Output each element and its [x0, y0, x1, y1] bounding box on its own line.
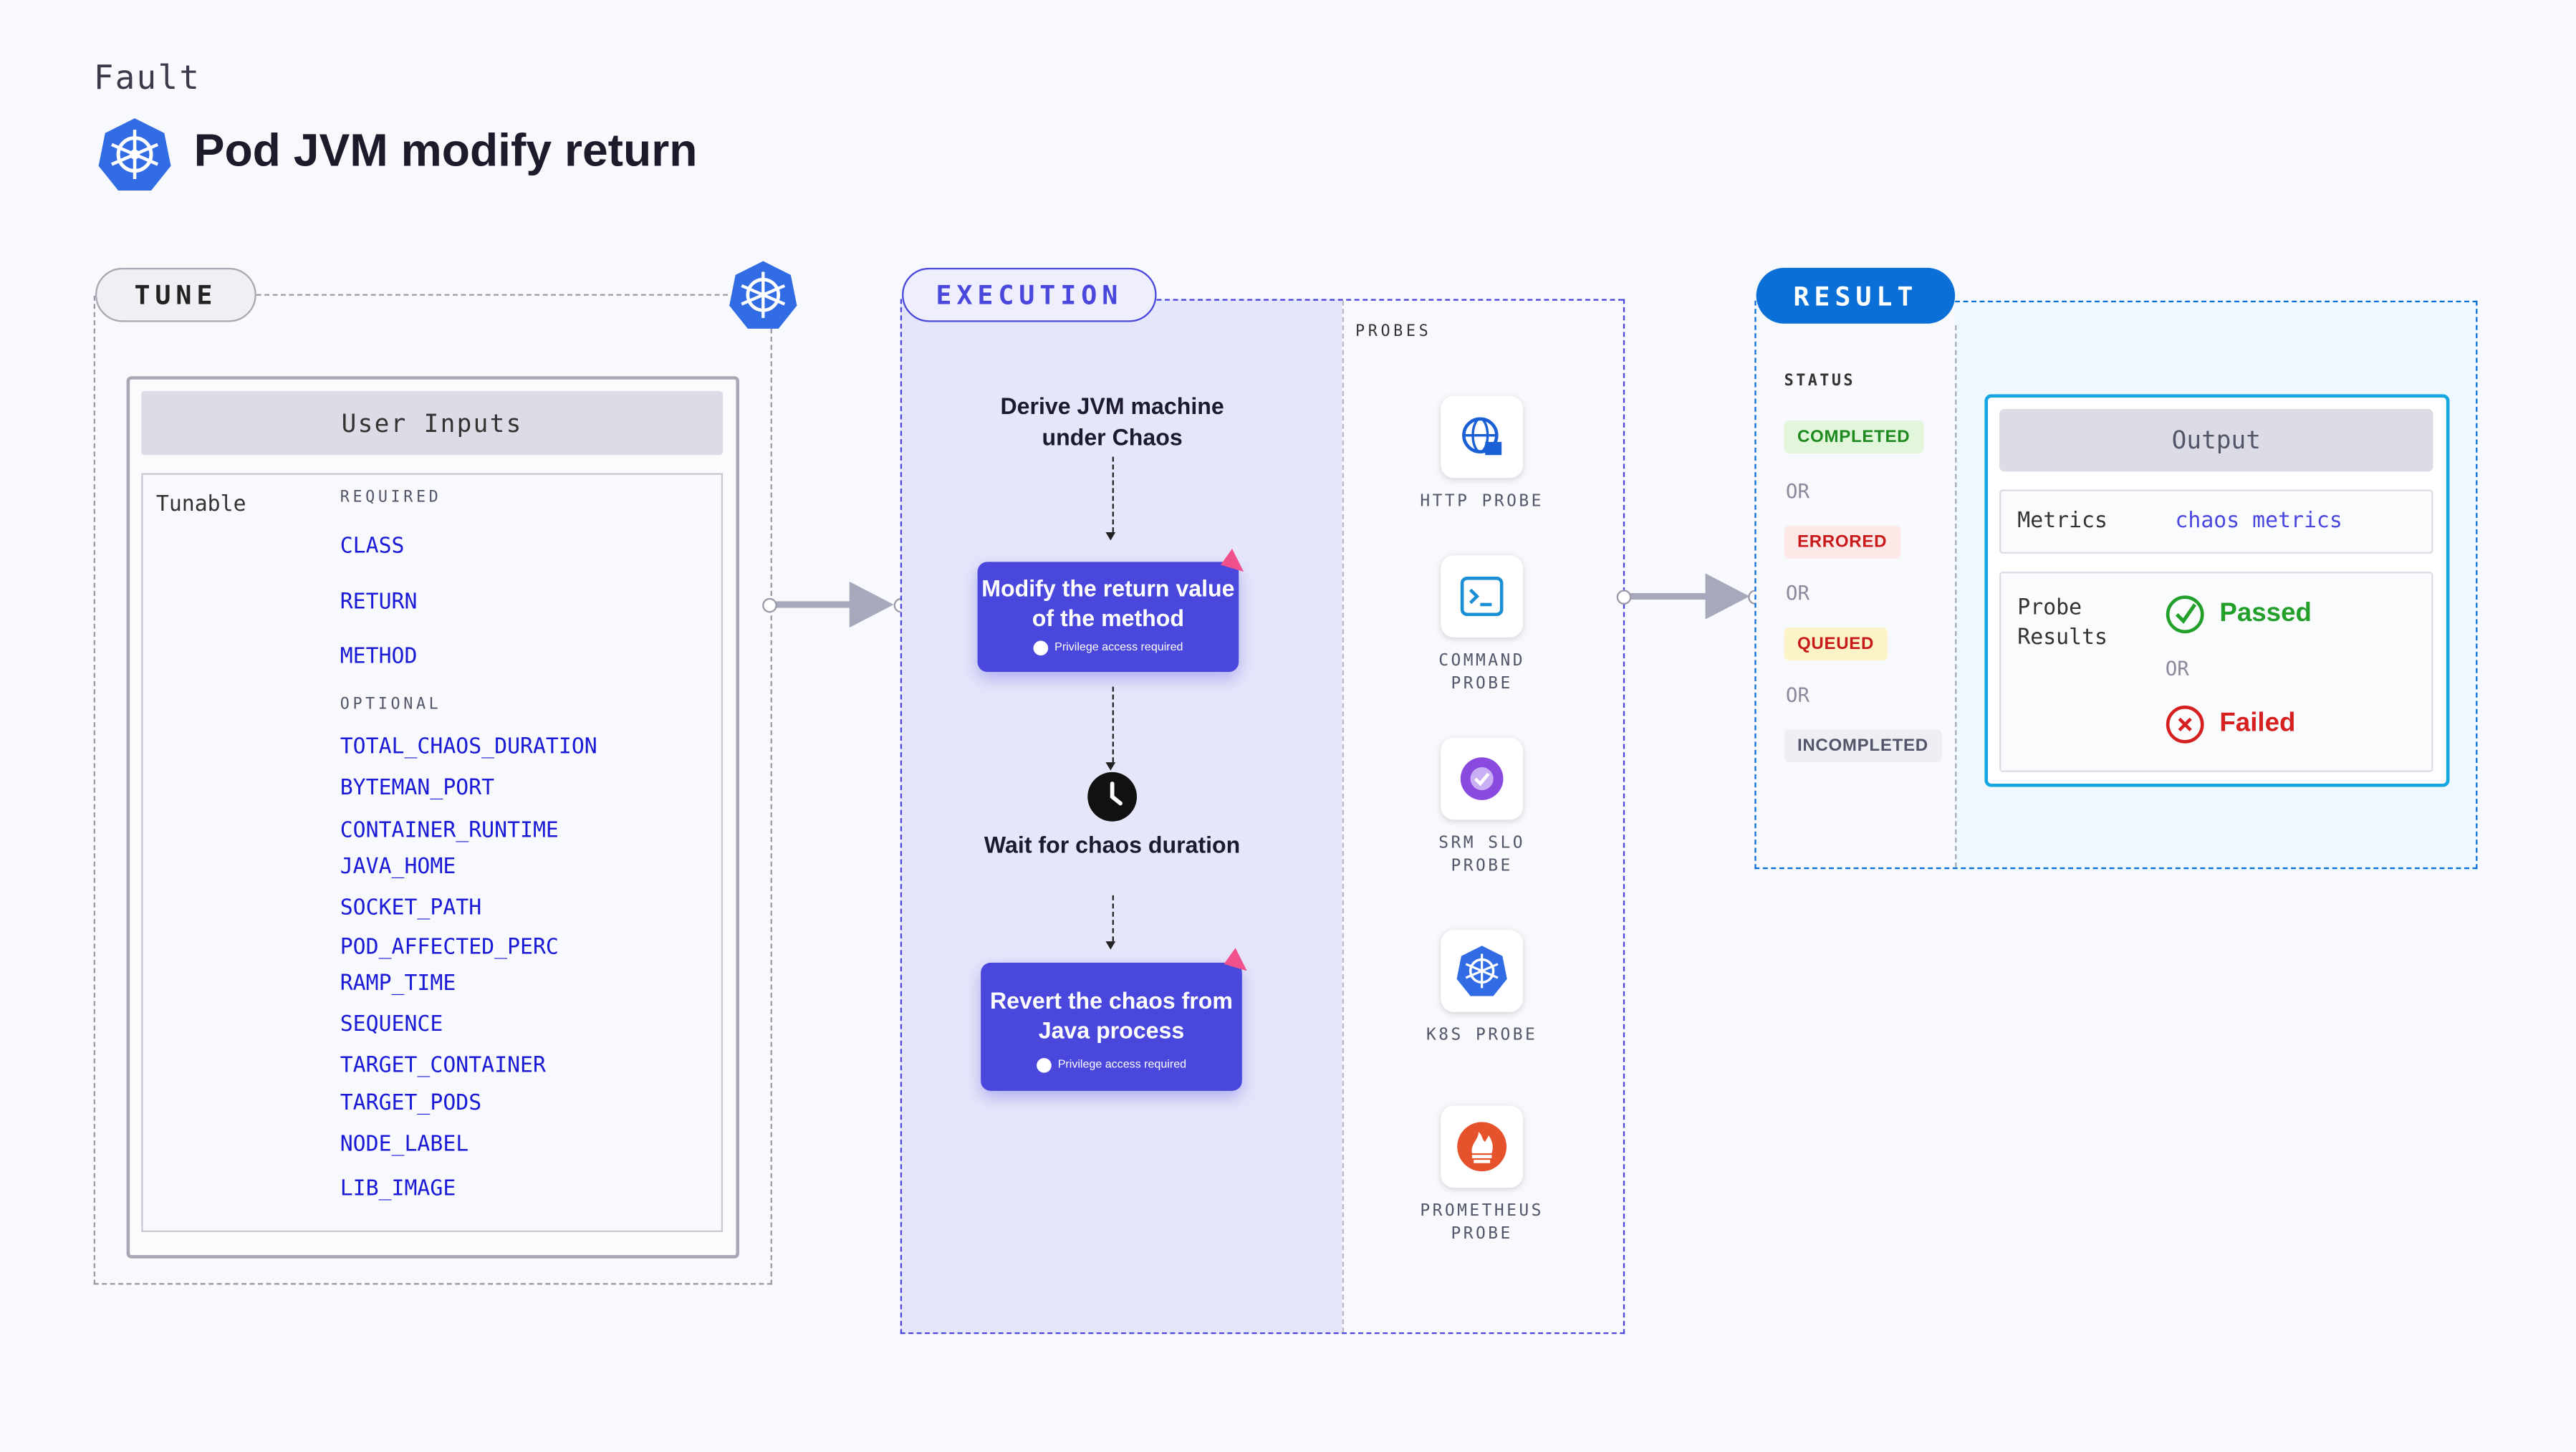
metrics-label: Metrics: [2017, 509, 2108, 534]
kubernetes-icon: [98, 118, 171, 191]
k8s-probe-icon: [1441, 930, 1523, 1012]
tune-pill: TUNE: [95, 267, 256, 322]
step-wait: Wait for chaos duration: [984, 831, 1241, 858]
passed-label: Passed: [2219, 600, 2312, 628]
step-revert: Revert the chaos from Java process Privi…: [981, 962, 1242, 1091]
http-probe-label: HTTP PROBE: [1420, 493, 1544, 511]
required-label: REQUIRED: [340, 489, 442, 507]
step-modify-return: Modify the return value of the method Pr…: [977, 562, 1239, 673]
status-errored-badge: ERRORED: [1784, 525, 1900, 559]
param-target-container: TARGET_CONTAINER: [340, 1054, 546, 1079]
param-return: RETURN: [340, 590, 418, 615]
failed-label: Failed: [2219, 709, 2296, 738]
probe-results-label: Probe Results: [2017, 596, 2108, 651]
probe-results-row: [1999, 572, 2433, 772]
metrics-row: [1999, 489, 2433, 554]
param-container-runtime: CONTAINER_RUNTIME: [340, 819, 559, 844]
param-class: CLASS: [340, 534, 405, 559]
probes-label: PROBES: [1355, 322, 1432, 341]
or-label: OR: [1785, 581, 1810, 605]
status-completed-badge: COMPLETED: [1784, 420, 1923, 453]
param-sequence: SEQUENCE: [340, 1012, 443, 1038]
param-ramp-time: RAMP_TIME: [340, 971, 456, 996]
status-incompleted-badge: INCOMPLETED: [1784, 729, 1942, 763]
user-inputs-header: User Inputs: [141, 390, 724, 456]
flow-arrow: [1628, 592, 1711, 600]
param-node-label: NODE_LABEL: [340, 1133, 469, 1158]
param-total-chaos-duration: TOTAL_CHAOS_DURATION: [340, 735, 597, 760]
param-method: METHOD: [340, 645, 418, 670]
tune-panel: [93, 295, 772, 1285]
param-java-home: JAVA_HOME: [340, 855, 456, 880]
param-socket-path: SOCKET_PATH: [340, 896, 482, 921]
step-derive: Derive JVM machine under Chaos: [1000, 393, 1224, 450]
clock-icon: [1087, 771, 1138, 822]
or-label: OR: [2165, 657, 2189, 681]
check-circle-icon: [2166, 595, 2204, 634]
status-label: STATUS: [1784, 372, 1856, 390]
result-pill: RESULT: [1756, 267, 1956, 324]
or-label: OR: [1785, 683, 1810, 707]
execution-panel: [900, 299, 1625, 1335]
param-target-pods: TARGET_PODS: [340, 1091, 482, 1117]
optional-label: OPTIONAL: [340, 696, 442, 714]
result-panel: [1754, 300, 2478, 870]
srm-slo-probe-icon: [1441, 737, 1523, 820]
kubernetes-icon: [729, 261, 797, 329]
param-byteman-port: BYTEMAN_PORT: [340, 776, 495, 802]
page-title: Pod JVM modify return: [193, 125, 698, 176]
or-label: OR: [1785, 479, 1810, 503]
category-label: Fault: [93, 57, 201, 97]
param-pod-affected-perc: POD_AFFECTED_PERC: [340, 936, 559, 961]
flow-arrow: [775, 601, 851, 608]
metrics-link[interactable]: chaos metrics: [2175, 509, 2342, 534]
param-lib-image: LIB_IMAGE: [340, 1177, 456, 1202]
execution-pill: EXECUTION: [902, 267, 1157, 322]
x-circle-icon: [2166, 706, 2204, 744]
tunable-label: Tunable: [155, 493, 246, 518]
output-header: Output: [1999, 409, 2433, 472]
prometheus-probe-icon: [1441, 1105, 1523, 1188]
status-queued-badge: QUEUED: [1784, 628, 1888, 660]
http-probe-icon: [1441, 395, 1523, 479]
lock-icon: [1033, 640, 1048, 656]
lock-icon: [1036, 1057, 1052, 1073]
command-probe-icon: [1441, 555, 1523, 638]
k8s-probe-label: K8S PROBE: [1426, 1027, 1538, 1045]
